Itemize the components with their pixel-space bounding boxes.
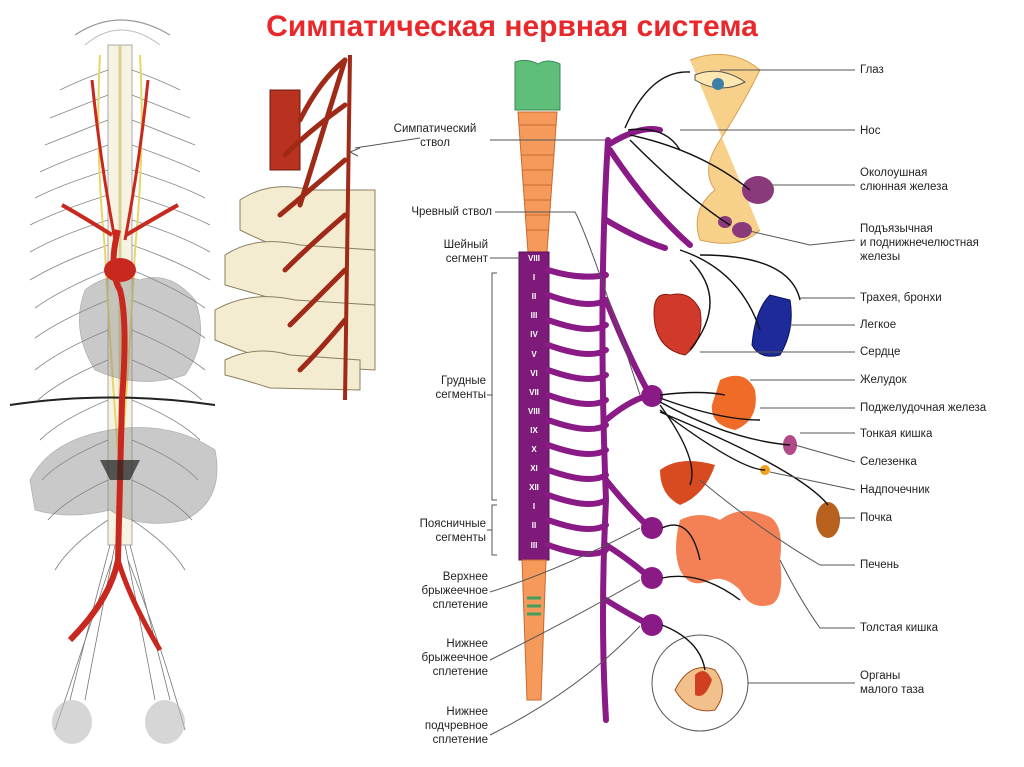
label-line: малого таза (860, 684, 925, 696)
label-line: Нижнее (446, 638, 488, 650)
label-line: сегмент (445, 253, 488, 265)
label-line: Легкое (860, 319, 897, 331)
label-line: сплетение (432, 666, 488, 678)
organ-label-pelvic-organs: Органы малого таза (860, 669, 924, 697)
label-line: Трахея, бронхи (860, 292, 942, 304)
label-line: Шейный (443, 239, 488, 251)
body-nerve-figure (9, 19, 218, 744)
label-inferior-hypogastric-plexus: Нижнее подчревное сплетение (400, 705, 488, 747)
label-line: Селезенка (860, 456, 917, 468)
segment-numeral: IX (530, 425, 538, 435)
label-line: Глаз (860, 64, 884, 76)
leader-lines (348, 69, 856, 736)
spinal-cord (514, 59, 561, 701)
label-line: ствол (420, 137, 450, 149)
label-line: сегменты (435, 532, 486, 544)
organ-label-pancreas: Поджелудочная железа (860, 401, 986, 415)
organ-label-large-intestine: Толстая кишка (860, 621, 938, 635)
organ-label-sublingual-glands: Подъязычная и поднижнечелюстная железы (860, 222, 979, 264)
organ-label-small-intestine: Тонкая кишка (860, 427, 932, 441)
label-line: Нос (860, 125, 881, 137)
nerve-branches (624, 71, 829, 671)
label-line: Симпатический (393, 123, 477, 135)
label-line: Толстая кишка (860, 622, 939, 634)
label-line: брыжеечное (421, 652, 488, 664)
label-superior-mesenteric-plexus: Верхнее брыжеечное сплетение (400, 570, 488, 612)
organ-label-heart: Сердце (860, 345, 900, 359)
label-line: Подъязычная (860, 223, 933, 235)
organ-label-liver: Печень (860, 558, 899, 572)
label-line: Почка (860, 512, 893, 524)
label-line: сегменты (435, 389, 486, 401)
segment-numeral: I (532, 273, 536, 283)
label-celiac-trunk: Чревный ствол (411, 206, 492, 218)
segment-numeral: II (531, 292, 537, 302)
label-line: Органы (860, 670, 901, 682)
sympathetic-chain (545, 126, 693, 723)
label-line: Желудок (860, 374, 907, 386)
label-line: Сердце (860, 346, 901, 358)
label-thoracic-segments: Грудные сегменты (400, 374, 486, 402)
label-line: сплетение (432, 599, 488, 611)
label-sympathetic-trunk: Симпатический ствол (380, 122, 490, 150)
organ-label-nose: Нос (860, 124, 880, 138)
segment-numeral: V (531, 349, 537, 359)
label-line: слюнная железа (860, 181, 948, 193)
segment-numeral: VIII (527, 254, 540, 263)
organ-label-stomach: Желудок (860, 373, 907, 387)
segment-numeral: XII (529, 483, 539, 493)
label-line: брыжеечное (421, 585, 488, 597)
label-lumbar-segments: Поясничные сегменты (386, 517, 486, 545)
label-line: подчревное (424, 720, 488, 732)
segment-numeral: X (531, 445, 537, 454)
segment-numeral: VI (530, 368, 538, 378)
segment-numeral: III (530, 311, 538, 321)
label-line: Поджелудочная железа (860, 402, 987, 414)
label-line: железы (860, 251, 901, 263)
label-line: Надпочечник (860, 484, 930, 496)
organ-label-adrenal: Надпочечник (860, 483, 930, 497)
segment-numeral: XI (530, 464, 538, 474)
segment-numeral: I (532, 502, 536, 512)
label-line: Нижнее (446, 706, 488, 718)
segment-numeral: III (530, 540, 538, 550)
segment-numeral: IV (530, 330, 538, 340)
label-inferior-mesenteric-plexus: Нижнее брыжеечное сплетение (400, 637, 488, 679)
label-line: Печень (860, 559, 900, 571)
organ-label-kidney: Почка (860, 511, 892, 525)
page-title: Симпатическая нервная система (266, 10, 758, 43)
label-line: Поясничные (419, 518, 486, 530)
segment-numeral: VII (529, 387, 539, 397)
label-line: Тонкая кишка (860, 428, 933, 440)
organ-label-lung: Легкое (860, 318, 896, 332)
segment-numeral: VIII (527, 406, 540, 416)
organ-label-trachea: Трахея, бронхи (860, 291, 942, 305)
label-line: сплетение (432, 734, 488, 746)
segment-numeral: II (531, 521, 537, 531)
label-line: и поднижнечелюстная (860, 237, 979, 249)
vertebrae-figure (214, 54, 376, 401)
label-line: Верхнее (442, 571, 488, 583)
organ-label-parotid-gland: Околоушная слюнная железа (860, 166, 948, 194)
label-line: Грудные (441, 375, 486, 387)
organ-label-eye: Глаз (860, 63, 884, 77)
organ-label-spleen: Селезенка (860, 455, 917, 469)
label-line: Околоушная (860, 167, 928, 179)
label-cervical-segment: Шейный сегмент (400, 238, 488, 266)
